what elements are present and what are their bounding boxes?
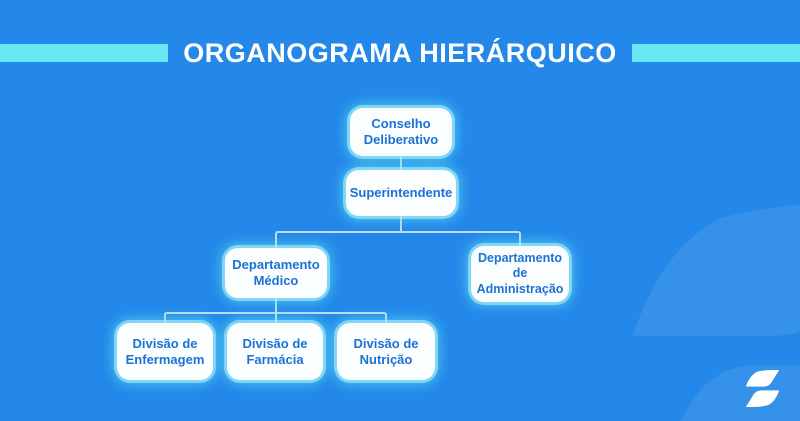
- org-node-superintendente: Superintendente: [346, 170, 456, 216]
- header: ORGANOGRAMA HIERÁRQUICO: [0, 31, 800, 75]
- org-node-divisao-de-nutricao: Divisão de Nutrição: [337, 323, 435, 380]
- org-node-departamento-medico: Departamento Médico: [225, 248, 327, 298]
- org-node-departamento-de-administracao: Departamento de Administração: [471, 246, 569, 302]
- org-node-divisao-de-enfermagem: Divisão de Enfermagem: [117, 323, 213, 380]
- plus-swoosh-logo-icon: [745, 370, 780, 407]
- title-accent-bar-right: [631, 44, 800, 62]
- title-accent-bar-left: [0, 44, 169, 62]
- org-node-conselho-deliberativo: Conselho Deliberativo: [350, 108, 452, 156]
- page-title: ORGANOGRAMA HIERÁRQUICO: [183, 37, 617, 68]
- org-node-divisao-de-farmacia: Divisão de Farmácia: [227, 323, 323, 380]
